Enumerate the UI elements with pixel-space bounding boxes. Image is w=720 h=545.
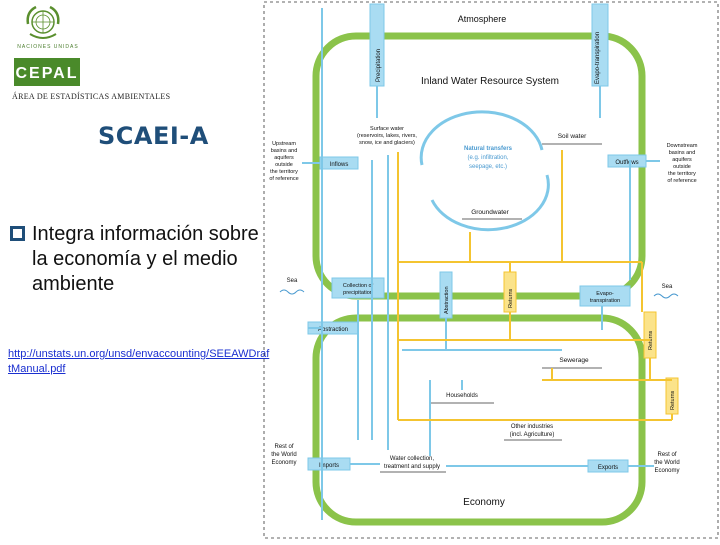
- upstream-label-4: outside: [275, 162, 293, 168]
- rest-world-left-label-2: the World: [271, 452, 297, 458]
- downstream-label-6: of reference: [667, 178, 696, 184]
- collection-label-2: precipitation: [343, 290, 373, 296]
- cepal-logo-icon: CEPAL: [14, 58, 80, 86]
- area-label: ÁREA DE ESTADÍSTICAS AMBIENTALES: [12, 92, 171, 101]
- downstream-label-4: outside: [673, 164, 691, 170]
- other-industries-label-1: Other industries: [511, 424, 553, 430]
- inflows-label: Inflows: [330, 162, 349, 168]
- sea-left-label: Sea: [287, 278, 298, 284]
- bullet-text: Integra información sobre la economía y …: [32, 223, 259, 295]
- surface-water-label-2: (reservoirs, lakes, rivers,: [357, 133, 417, 139]
- water-flow-diagram: Atmosphere Inland Water Resource System …: [262, 0, 720, 540]
- evapo-label-1: Evapo-: [596, 291, 614, 297]
- water-collection-label-1: Water collection,: [390, 456, 434, 462]
- economy-label: Economy: [463, 497, 505, 508]
- returns-right-label-2: Returns: [670, 390, 676, 410]
- upstream-label-1: Upstream: [272, 141, 296, 147]
- sea-right-label: Sea: [662, 284, 673, 290]
- returns-middle-label: Returns: [508, 288, 514, 308]
- downstream-label-1: Downstream: [667, 143, 698, 149]
- upstream-label-3: aquifers: [274, 155, 294, 161]
- sewerage-label: Sewerage: [559, 357, 589, 364]
- evapo-label-2: transpiration: [590, 298, 620, 304]
- rest-world-right-label-3: Economy: [654, 468, 679, 474]
- evapo-transpiration-box: [579, 285, 631, 307]
- precipitation-label: Precipitation: [376, 49, 382, 82]
- natural-transfer-arrow-bottom: [430, 174, 550, 232]
- upstream-label-5: the territory: [270, 169, 298, 175]
- evapotranspiration-label: Evapo-transpiration: [595, 32, 601, 84]
- diagram-frame: [263, 1, 719, 539]
- upstream-label-2: basins and: [271, 148, 298, 154]
- blue-flow-lines: [308, 8, 654, 520]
- square-bullet-icon: [10, 226, 25, 241]
- atmosphere-label: Atmosphere: [458, 14, 507, 24]
- abstraction-label: Abstraction: [318, 327, 348, 333]
- natural-transfer-arrow-top: [419, 110, 544, 166]
- un-emblem-icon: [22, 4, 64, 44]
- surface-water-label-1: Surface water: [370, 126, 404, 132]
- un-caption: NACIONES UNIDAS: [17, 44, 79, 50]
- groundwater-label: Groundwater: [471, 209, 509, 216]
- natural-transfers-label-3: seepage, etc.): [469, 164, 507, 170]
- rest-world-left-label-3: Economy: [271, 460, 296, 466]
- rest-world-right-label-1: Rest of: [657, 452, 676, 458]
- downstream-label-5: the territory: [668, 171, 696, 177]
- slide-title: SCAEI-A: [98, 122, 209, 150]
- rest-world-right-label-2: the World: [654, 460, 680, 466]
- natural-transfers-label-2: (e.g. infiltration,: [467, 155, 508, 161]
- returns-right-label-1: Returns: [648, 330, 654, 350]
- cepal-logo-text: CEPAL: [15, 65, 78, 82]
- surface-water-label-3: snow, ice and glaciers): [359, 140, 415, 146]
- downstream-label-3: aquifers: [672, 157, 692, 163]
- downstream-label-2: basins and: [669, 150, 696, 156]
- exports-label: Exports: [598, 465, 618, 471]
- water-collection-label-2: treatment and supply: [384, 464, 440, 470]
- rest-world-left-label-1: Rest of: [274, 444, 293, 450]
- imports-label: Imports: [319, 463, 339, 469]
- collection-label-1: Collection of: [343, 283, 374, 289]
- manual-link[interactable]: http://unstats.un.org/unsd/envaccounting…: [8, 348, 270, 375]
- abstraction-vertical-label: Abstraction: [444, 286, 450, 314]
- system-title: Inland Water Resource System: [421, 76, 559, 87]
- other-industries-label-2: (incl. Agriculture): [510, 432, 555, 438]
- outflows-label: Outflows: [615, 160, 638, 166]
- soil-water-label: Soil water: [558, 133, 587, 140]
- households-label: Households: [446, 393, 478, 399]
- natural-transfers-label-1: Natural transfers: [464, 146, 513, 152]
- bullet-item: Integra información sobre la economía y …: [10, 222, 260, 297]
- yellow-flow-lines: [397, 150, 673, 421]
- upstream-label-6: of reference: [269, 176, 298, 182]
